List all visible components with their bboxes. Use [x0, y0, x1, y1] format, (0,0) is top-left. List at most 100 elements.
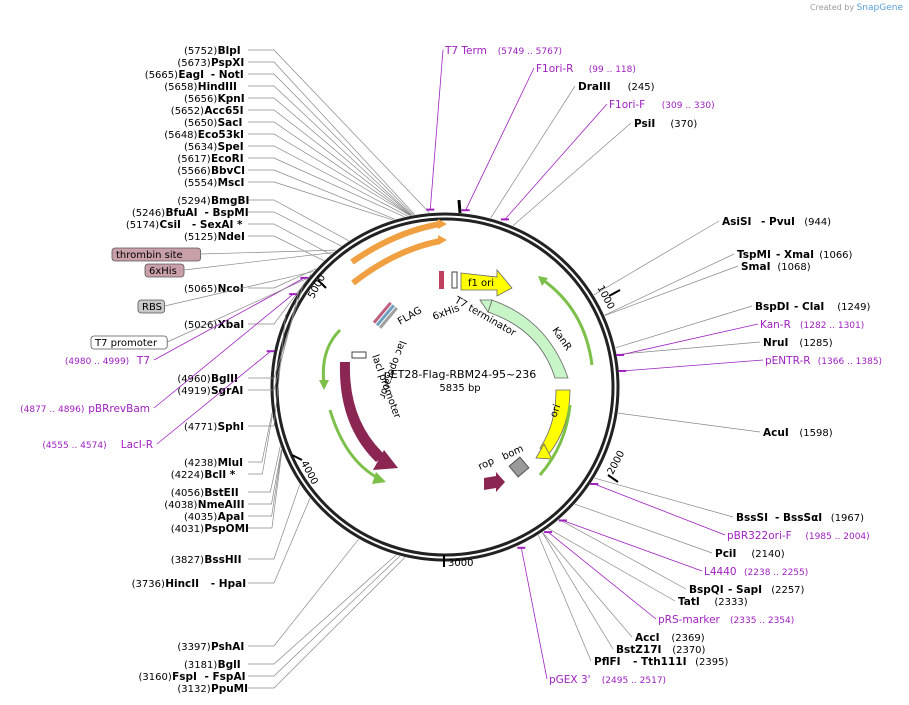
site-smai[interactable]: SmaI(1068) [741, 261, 811, 273]
site-sphi[interactable]: (4771)SphI [184, 421, 244, 433]
primer-kan-r[interactable]: Kan-R(1282 .. 1301) [616, 319, 864, 357]
site-bspdi[interactable]: BspDI- ClaI(1249) [755, 301, 871, 313]
site-leader [248, 61, 415, 215]
primer-pbr322ori-f[interactable]: pBR322ori-F(1985 .. 2004) [590, 483, 870, 542]
site-pspomi[interactable]: (4031)PspOMI [171, 523, 249, 535]
site-bsssi[interactable]: BssSI- BssSαI(1967) [736, 512, 864, 524]
site-bstz17i[interactable]: BstZ17I(2370) [616, 644, 706, 656]
site-tati[interactable]: TatI(2333) [678, 596, 748, 608]
site-pos: (1068) [777, 262, 810, 273]
primer-name: pENTR-R [765, 355, 811, 367]
site-bsshii[interactable]: (3827)BssHII [171, 554, 242, 566]
site-ncoi[interactable]: (5065)NcoI [184, 283, 244, 295]
site-nrui[interactable]: NruI(1285) [763, 337, 833, 349]
site-leader [248, 449, 283, 517]
feature-box-leader [183, 252, 334, 271]
site-msci[interactable]: (5554)MscI [184, 177, 244, 189]
site-blpi[interactable]: (5752)BlpI [184, 45, 241, 57]
site-hindiii[interactable]: (5658)HindIII [164, 81, 237, 93]
site-leader [248, 199, 349, 242]
primer-f1ori-f[interactable]: F1ori-F(309 .. 330) [500, 99, 715, 221]
site-bbvci[interactable]: (5566)BbvCI [177, 165, 245, 177]
site-bmgbi[interactable]: (5294)BmgBI [177, 195, 249, 207]
site-spei[interactable]: (5634)SpeI [184, 141, 244, 153]
site-pcii[interactable]: PciI(2140) [715, 548, 785, 560]
site-tspmi[interactable]: TspMI- XmaI(1066) [737, 249, 853, 261]
site-pshai[interactable]: (3397)PshAI [177, 641, 244, 653]
primer-l4440[interactable]: L4440(2238 .. 2255) [558, 519, 808, 578]
site-name-2: - BssSαI [775, 512, 822, 524]
site-leader [593, 220, 720, 296]
site-pos: (3132) [177, 684, 210, 695]
site-leader [574, 503, 713, 554]
green-arrow-left-head [319, 380, 329, 390]
primer-f1ori-r[interactable]: F1ori-R(99 .. 118) [461, 63, 636, 212]
site-pos: (370) [670, 119, 697, 130]
site-asisi[interactable]: AsiSI- PvuI(944) [722, 216, 831, 228]
site-bfuai[interactable]: (5246)BfuAI- BspMI [132, 207, 249, 219]
flag-label: FLAG [396, 305, 424, 328]
site-name: BbvCI [211, 165, 245, 177]
site-name: EagI [178, 69, 204, 81]
site-apai[interactable]: (4035)ApaI [184, 511, 244, 523]
site-name: BclI * [204, 469, 235, 481]
site-eagi[interactable]: (5665)EagI- NotI [145, 69, 244, 81]
site-bsteii[interactable]: (4056)BstEII [171, 487, 239, 499]
primer-range: (2335 .. 2354) [730, 616, 794, 626]
primer-t7-term[interactable]: T7 Term(5749 .. 5767) [426, 45, 562, 211]
feature-box-label: T7 promoter [94, 338, 158, 349]
site-nmeaiii[interactable]: (4038)NmeAIII [164, 499, 244, 511]
primer-t7[interactable]: T7(4980 .. 4999) [65, 276, 309, 367]
site-bspqi[interactable]: BspQI- SapI(2257) [689, 584, 805, 596]
primer-laci-r[interactable]: LacI-R(4555 .. 4574) [42, 350, 275, 451]
site-bcli[interactable]: (4224)BclI * [171, 469, 236, 481]
primer-leader [520, 547, 548, 680]
site-bgli[interactable]: (3181)BglI [184, 659, 241, 671]
site-name: TspMI [737, 249, 771, 261]
feature-box-6xhis[interactable]: 6xHis [144, 252, 334, 278]
site-mlui[interactable]: (4238)MluI [184, 457, 243, 469]
primer-range: (99 .. 118) [589, 65, 636, 75]
site-ecori[interactable]: (5617)EcoRI [177, 153, 243, 165]
site-kpni[interactable]: (5656)KpnI [184, 93, 245, 105]
site-name: TatI [678, 596, 700, 608]
site-pos: (4038) [164, 500, 197, 511]
site-name-2: - BspMI [205, 207, 249, 219]
site-saci[interactable]: (5650)SacI [184, 117, 242, 129]
primer-pgex-3[interactable]: pGEX 3'(2495 .. 2517) [517, 546, 666, 686]
primer-prs-marker[interactable]: pRS-marker(2335 .. 2354) [544, 531, 794, 626]
site-acui[interactable]: AcuI(1598) [763, 427, 833, 439]
feature-box-rbs[interactable]: RBS [137, 271, 314, 314]
site-leader [248, 498, 311, 584]
site-csii[interactable]: (5174)CsiI- SexAI * [126, 219, 243, 231]
site-acc65i[interactable]: (5652)Acc65I [171, 105, 244, 117]
site-name-2: - NotI [211, 69, 244, 81]
site-name-2: - FspAI [205, 671, 246, 683]
feature-box-label: thrombin site [116, 250, 183, 261]
feature-box-thrombin-site[interactable]: thrombin site [111, 247, 336, 262]
site-hincii[interactable]: (3736)HincII- HpaI [132, 578, 247, 590]
site-acci[interactable]: AccI(2369) [635, 632, 705, 644]
primer-range: (1985 .. 2004) [805, 532, 869, 542]
feature-box-t7-promoter[interactable]: T7 promoter [90, 277, 309, 350]
site-bglii[interactable]: (4960)BglII [177, 373, 238, 385]
site-name: FspI [172, 671, 197, 683]
site-pspxi[interactable]: (5673)PspXI [177, 57, 244, 69]
site-sgrai[interactable]: (4919)SgrAI [177, 385, 243, 397]
site-name: NdeI [218, 231, 245, 243]
primer-pentr-r[interactable]: pENTR-R(1366 .. 1385) [618, 355, 882, 372]
site-leader [512, 122, 632, 226]
primer-name: F1ori-F [609, 99, 645, 111]
primer-leader [620, 323, 759, 356]
site-eco53ki[interactable]: (5648)Eco53kI [164, 129, 244, 141]
site-name: Eco53kI [198, 129, 244, 141]
site-pos: (5125) [184, 232, 217, 243]
site-psii[interactable]: PsiI(370) [634, 118, 697, 130]
site-draiii[interactable]: DraIII(245) [578, 81, 655, 93]
site-pflfi[interactable]: PflFI- Tth111I(2395) [594, 656, 728, 668]
site-name: BspDI [755, 301, 789, 313]
site-ndei[interactable]: (5125)NdeI [184, 231, 245, 243]
primer-pbrrevbam[interactable]: pBRrevBam(4877 .. 4896) [20, 293, 298, 415]
site-fspi[interactable]: (3160)FspI- FspAI [139, 671, 246, 683]
site-ppumi[interactable]: (3132)PpuMI [177, 683, 248, 695]
